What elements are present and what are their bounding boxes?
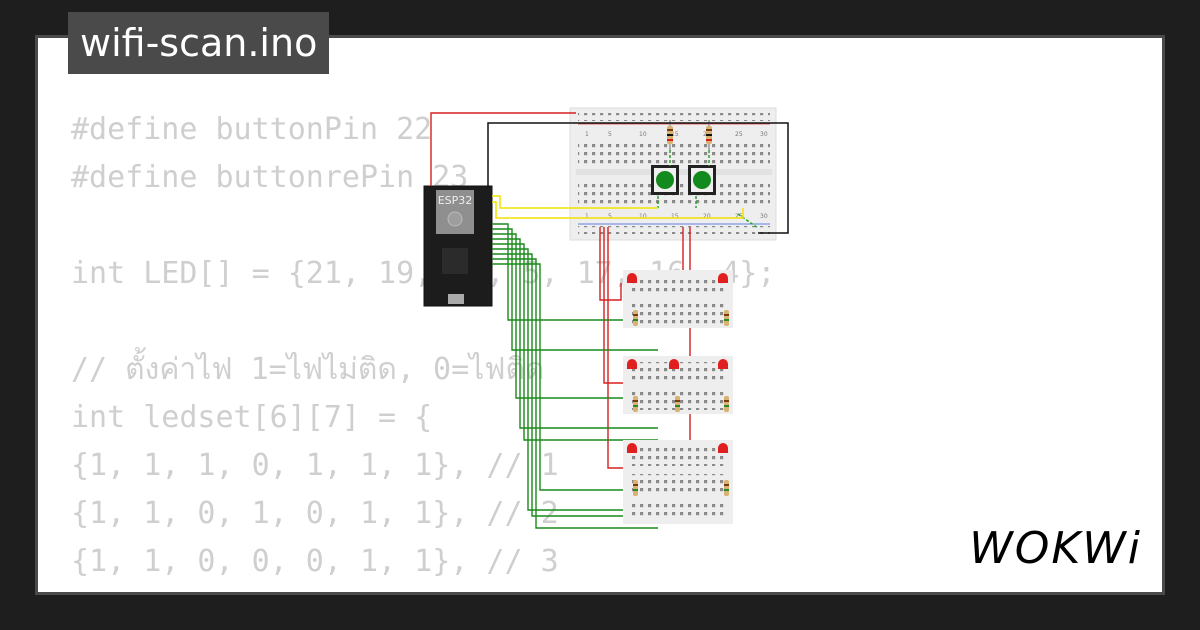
- wire-green: [492, 223, 658, 529]
- led-red: [718, 443, 728, 453]
- preview-card: #define buttonPin 22 #define buttonrePin …: [35, 35, 1165, 595]
- breadboard-col-label: 30: [760, 131, 768, 138]
- breadboard-col-label: 30: [760, 213, 768, 220]
- wokwi-logo: WOKWi: [969, 523, 1142, 574]
- file-title-tab: wifi-scan.ino: [68, 12, 330, 74]
- code-line: // ตั้งค่าไฟ 1=ไฟไม่ติด, 0=ไฟติด: [71, 352, 545, 387]
- code-line: {1, 1, 0, 1, 0, 1, 1}, // 2: [71, 496, 559, 531]
- resistor: [706, 120, 712, 150]
- led-red: [669, 359, 679, 369]
- segment-breadboard: [623, 270, 733, 328]
- code-line: #define buttonrePin 23: [71, 160, 469, 195]
- breadboard-col-label: 15: [671, 213, 679, 220]
- breadboard-col-label: 1: [585, 213, 589, 220]
- circuit-diagram: 1 5 10 15 20 25 30 1 5 10 15 20 25 30: [423, 107, 789, 529]
- breadboard-col-label: 5: [608, 213, 612, 220]
- code-line: int ledset[6][7] = {: [71, 400, 433, 435]
- resistor: [667, 120, 673, 150]
- code-line: #define buttonPin 22: [71, 112, 433, 147]
- code-line: {1, 1, 0, 0, 0, 1, 1}, // 3: [71, 544, 559, 579]
- breadboard-col-label: 15: [671, 131, 679, 138]
- wire-yellow: [492, 195, 744, 219]
- breadboard-col-label: 10: [639, 131, 647, 138]
- code-preview: #define buttonPin 22 #define buttonrePin …: [71, 106, 775, 592]
- led-resistor: [675, 396, 680, 412]
- push-button: [688, 165, 716, 195]
- segment-breadboard: [623, 440, 733, 524]
- led-red: [627, 443, 637, 453]
- led-resistor: [724, 310, 729, 326]
- breadboard-col-label: 5: [608, 131, 612, 138]
- button-jumper: [657, 150, 759, 229]
- breadboard-col-label: 10: [639, 213, 647, 220]
- breadboard-col-label: 25: [735, 213, 743, 220]
- led-resistor: [633, 310, 638, 326]
- led-resistor: [724, 396, 729, 412]
- code-line: {1, 1, 1, 0, 1, 1, 1}, // 1: [71, 448, 559, 483]
- led-red: [718, 273, 728, 283]
- led-red: [718, 359, 728, 369]
- breadboard-col-label: 25: [735, 131, 743, 138]
- esp32-board: ESP32: [423, 185, 493, 307]
- led-resistor: [724, 480, 729, 496]
- led-red: [627, 273, 637, 283]
- push-button: [651, 165, 679, 195]
- wire-black: [487, 122, 789, 234]
- led-resistor: [633, 480, 638, 496]
- breadboard-col-label: 1: [585, 131, 589, 138]
- led-red: [627, 359, 637, 369]
- esp32-label: ESP32: [438, 194, 473, 207]
- breadboard-col-label: 20: [703, 213, 711, 220]
- led-resistor: [633, 396, 638, 412]
